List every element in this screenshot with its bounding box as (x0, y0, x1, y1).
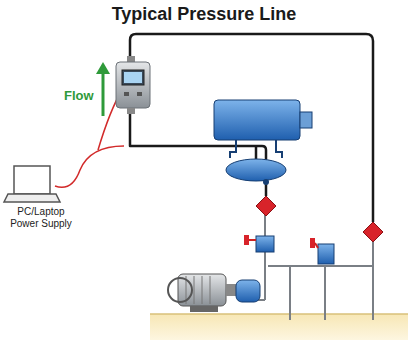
pressure-hose (130, 34, 373, 222)
flow-arrow (96, 62, 110, 116)
flow-label: Flow (64, 88, 94, 103)
motor-pump (168, 274, 260, 312)
signal-cable (55, 90, 124, 187)
oil-surface (150, 313, 408, 315)
relief-valve (310, 238, 334, 264)
pipes (258, 214, 373, 320)
check-valve (363, 222, 383, 242)
valve-block (226, 159, 286, 181)
diagram-title: Typical Pressure Line (0, 4, 408, 25)
shutoff-valve (244, 235, 274, 252)
flow-meter (116, 56, 150, 114)
hydraulic-cylinder (214, 100, 312, 158)
check-valve (256, 196, 276, 216)
laptop (4, 166, 60, 202)
junction (263, 179, 269, 185)
device-label: PC/Laptop Power Supply (2, 206, 80, 230)
reservoir (150, 314, 408, 340)
